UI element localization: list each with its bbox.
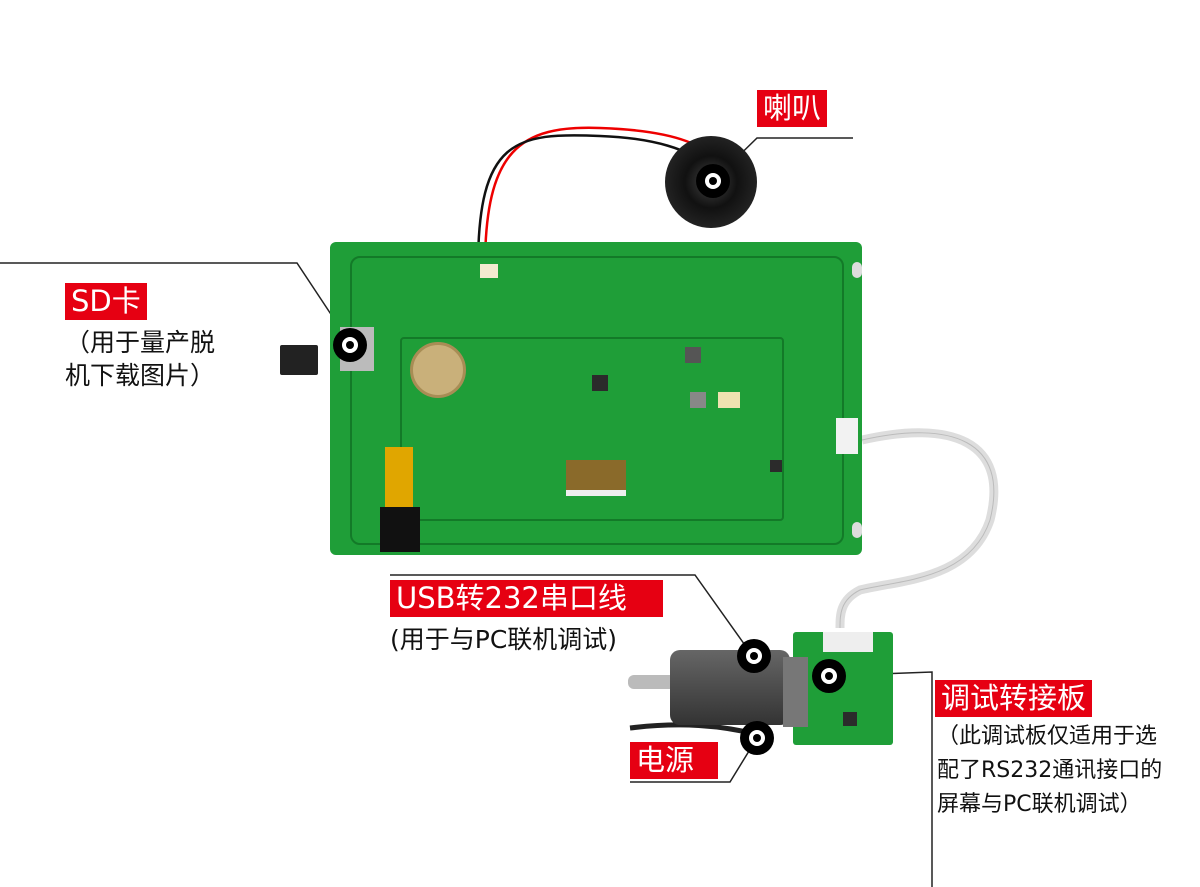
speaker-connector [480,264,498,278]
adapter-label: 调试转接板 [935,680,1093,717]
sd-card-desc-line2: 机下载图片） [65,361,216,390]
sd-card-desc-line1: （用于量产脱 [65,328,216,357]
ribbon-cable [835,428,999,629]
adapter-desc: （此调试板仅适用于选 配了RS232通讯接口的 屏幕与PC联机调试） [937,720,1162,822]
battery-holder [410,342,466,398]
usb-cable-desc: (用于与PC联机调试) [390,625,618,654]
ribbon-cable-edge [839,432,995,629]
sd-card-image [280,345,318,375]
usb-cable-label: USB转232串口线 [390,580,663,617]
adapter-marker [812,659,846,693]
adapter-board-image [783,632,893,745]
sd-card-label: SD卡 [65,283,147,320]
power-label: 电源 [630,742,718,779]
sd-card-marker [333,328,367,362]
adapter-desc-line1: （此调试板仅适用于选 [937,724,1158,749]
pcb-board-image [330,242,862,555]
serial-connector [836,418,858,454]
usb-cable-marker [737,639,771,673]
adapter-desc-line3: 屏幕与PC联机调试） [937,792,1142,817]
sd-card-desc: （用于量产脱 机下载图片） [65,326,215,392]
speaker-label: 喇叭 [757,90,828,127]
flash-module [385,447,413,509]
db9-connector-image [670,650,790,725]
adapter-desc-line2: 配了RS232通讯接口的 [937,758,1163,783]
speaker-marker [696,164,730,198]
power-marker [740,721,774,755]
fpc-connector [566,460,626,490]
